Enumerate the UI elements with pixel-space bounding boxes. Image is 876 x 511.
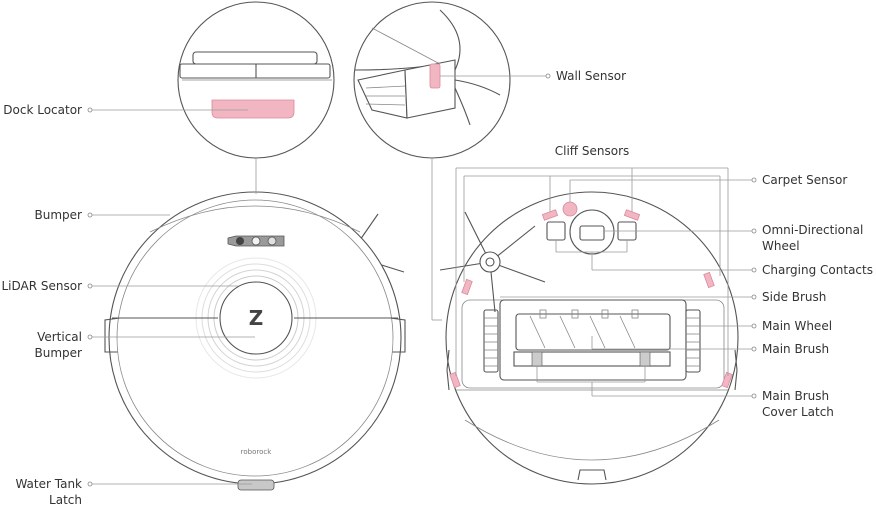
- label-main-brush-cover-latch-line1: Main Brush: [762, 389, 829, 403]
- label-main-brush-cover-latch-line2: Cover Latch: [762, 405, 834, 419]
- label-carpet-sensor: Carpet Sensor: [762, 173, 847, 187]
- label-bumper: Bumper: [35, 208, 83, 222]
- robot-top-view: Z roborock: [104, 191, 406, 491]
- label-wall-sensor: Wall Sensor: [556, 69, 626, 83]
- label-cliff-sensors: Cliff Sensors: [555, 144, 630, 158]
- label-vertical-bumper-line2: Bumper: [35, 346, 83, 360]
- leader-lines: [90, 75, 754, 485]
- label-water-tank-latch-line1: Water Tank: [15, 477, 82, 491]
- label-lidar-sensor: LiDAR Sensor: [1, 279, 82, 293]
- label-side-brush: Side Brush: [762, 290, 826, 304]
- dock-locator-detail: [177, 1, 335, 159]
- leader-dots: [87, 73, 757, 487]
- label-water-tank-latch-line2: Latch: [49, 493, 82, 507]
- wall-sensor-detail: [353, 1, 511, 159]
- label-main-wheel: Main Wheel: [762, 319, 832, 333]
- label-omni-wheel-line2: Wheel: [762, 239, 800, 253]
- brand-logo: roborock: [241, 448, 273, 456]
- dock-locator-sensor: [211, 99, 295, 119]
- wall-sensor-window: [429, 63, 441, 89]
- label-vertical-bumper-line1: Vertical: [37, 330, 82, 344]
- label-dock-locator: Dock Locator: [3, 103, 82, 117]
- robot-bottom-view: [439, 191, 739, 485]
- label-omni-wheel-line1: Omni-Directional: [762, 223, 863, 237]
- brand-z-icon: Z: [249, 306, 264, 330]
- label-charging-contacts: Charging Contacts: [762, 263, 873, 277]
- label-main-brush: Main Brush: [762, 342, 829, 356]
- labels: Dock Locator Bumper LiDAR Sensor Vertica…: [1, 69, 873, 507]
